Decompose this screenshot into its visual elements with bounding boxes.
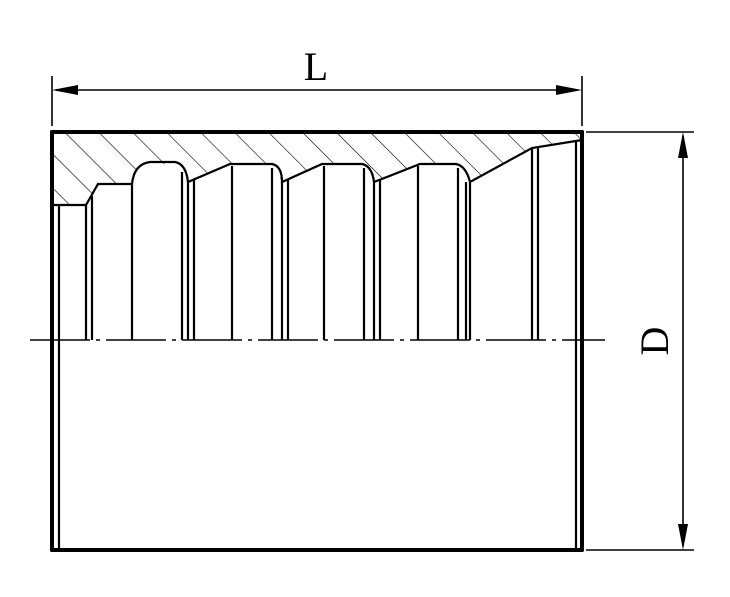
- hatched-section: [52, 132, 583, 207]
- arrow-right-icon: [556, 85, 582, 95]
- length-dimension: L: [51, 44, 583, 126]
- arrow-down-icon: [678, 524, 688, 550]
- ferrule-body: [50, 130, 584, 552]
- arrow-up-icon: [678, 132, 688, 158]
- length-label: L: [304, 44, 328, 89]
- arrow-left-icon: [52, 85, 78, 95]
- diameter-label: D: [632, 327, 677, 356]
- internal-grooves: [84, 147, 540, 340]
- diameter-dimension: D: [586, 131, 694, 551]
